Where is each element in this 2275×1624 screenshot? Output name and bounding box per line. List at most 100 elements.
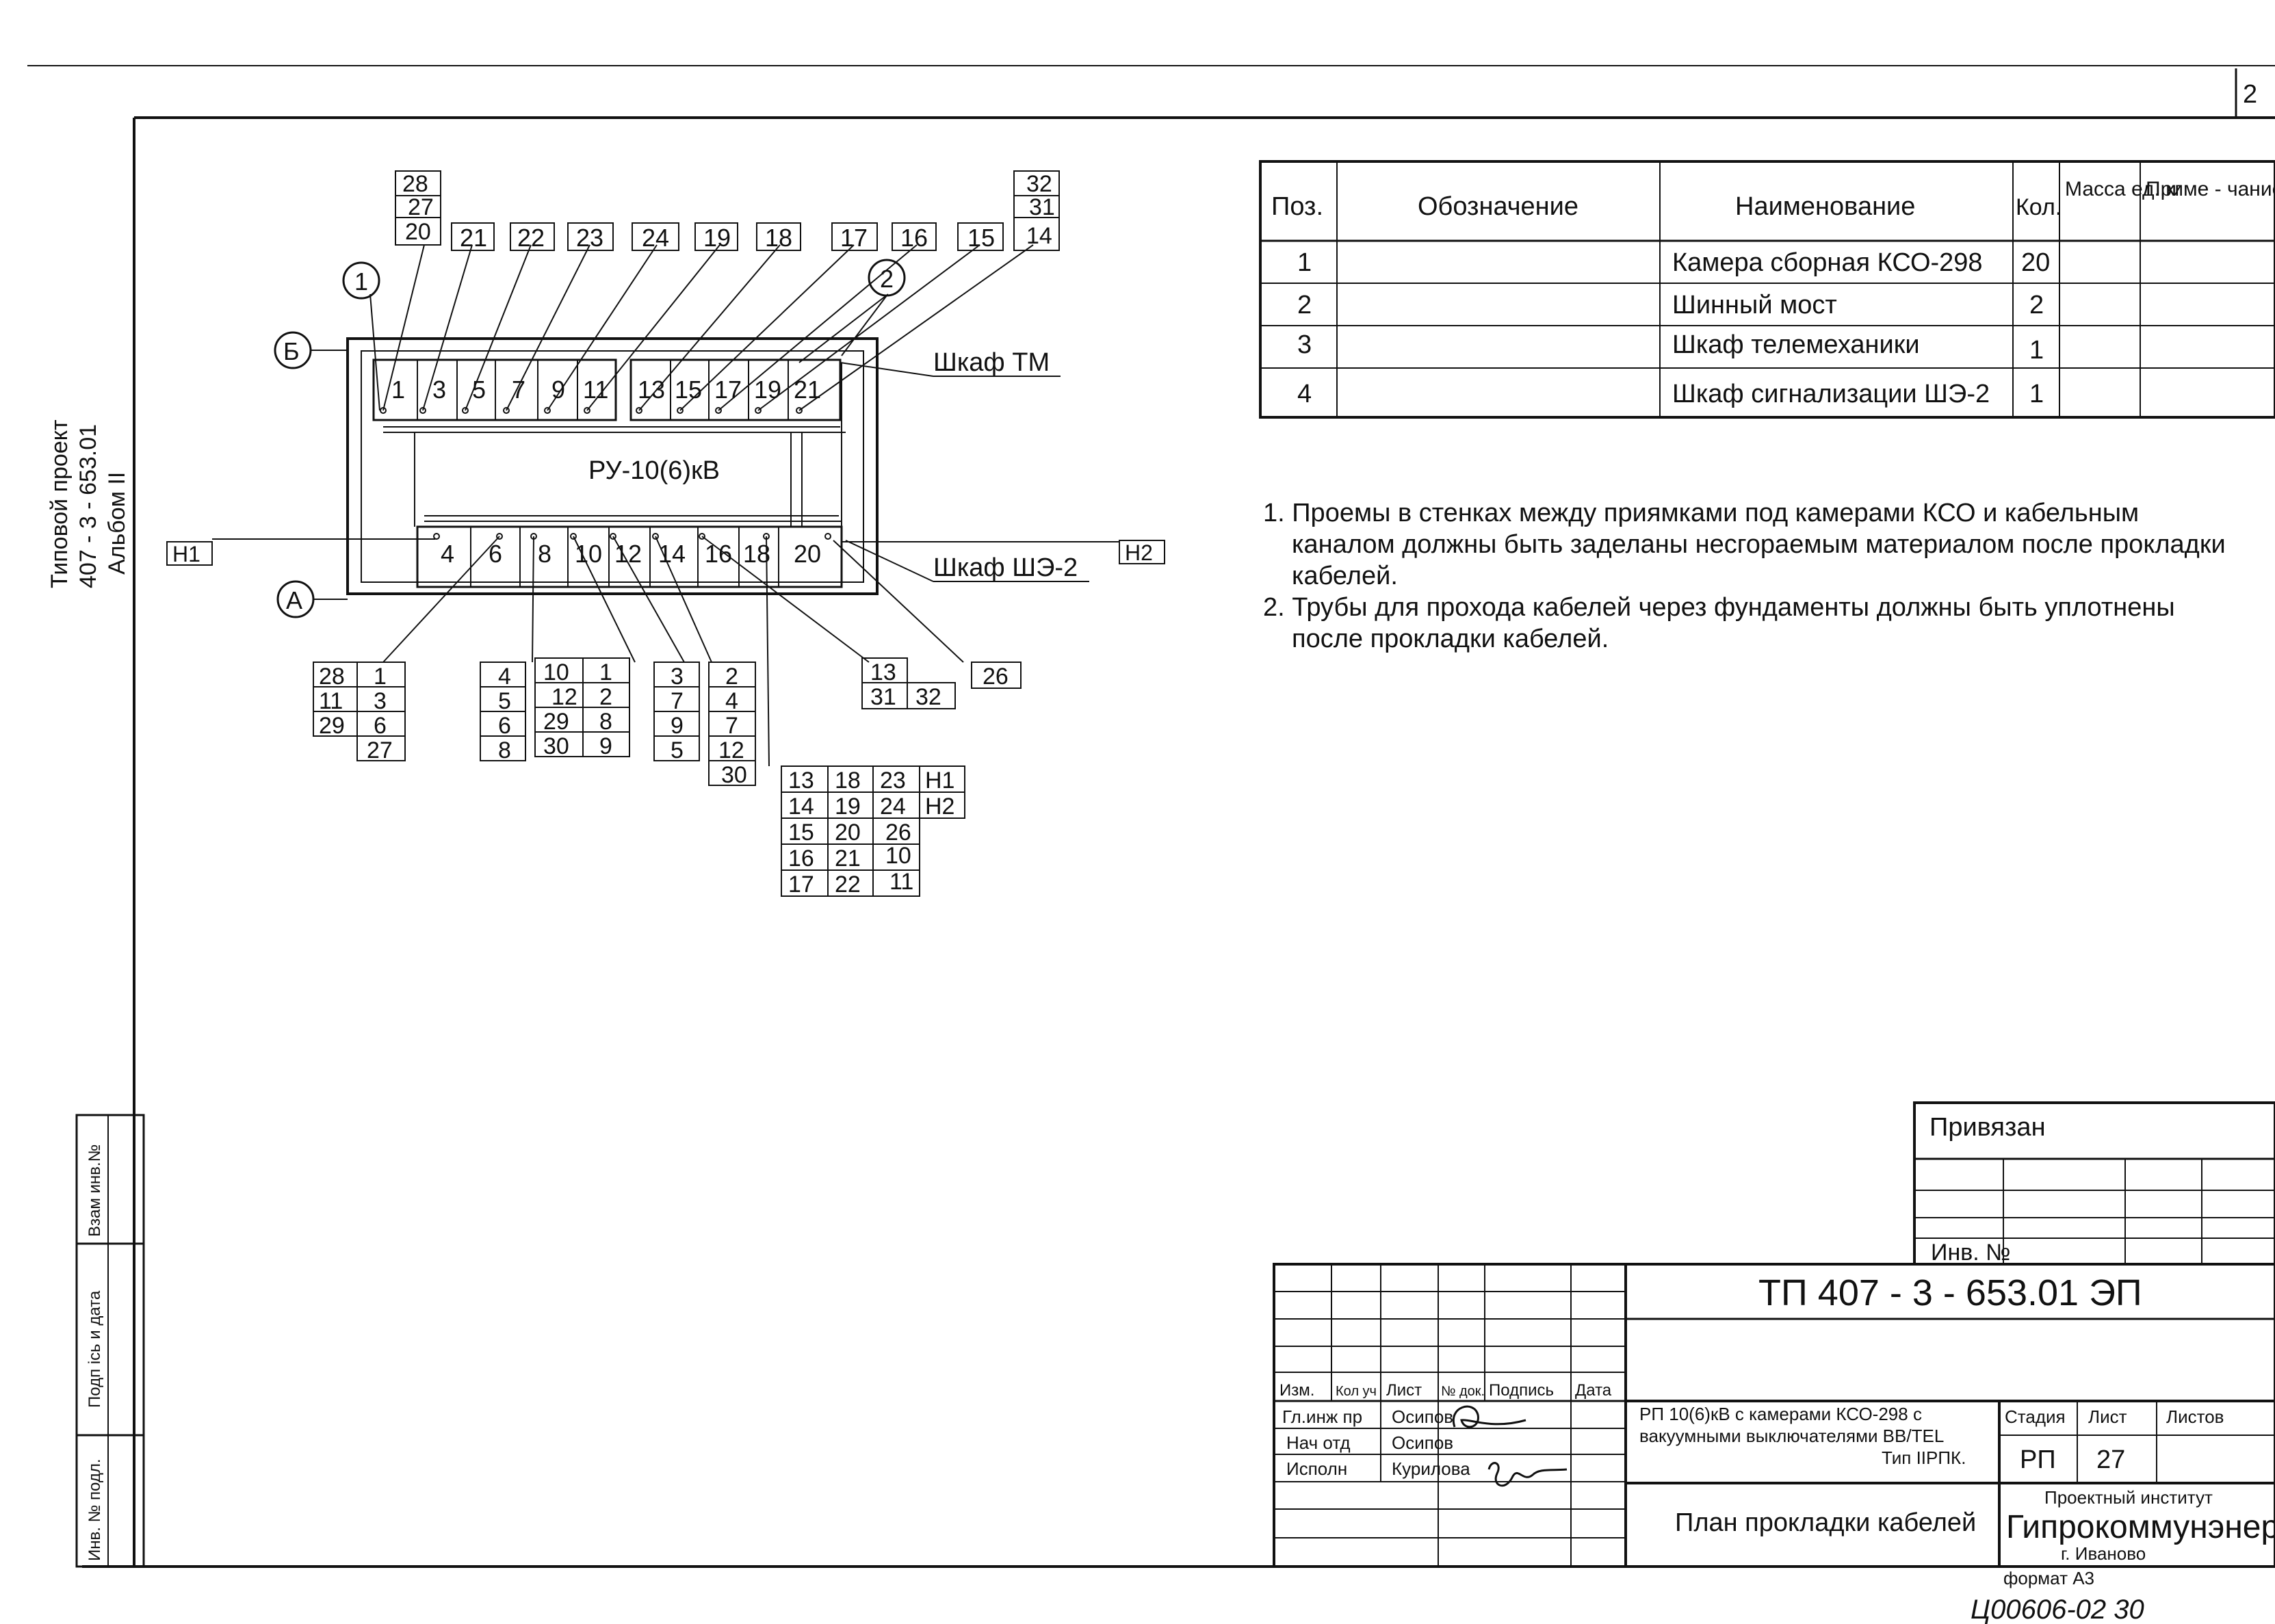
- group-a-cell: 6: [374, 713, 387, 739]
- cabinet-tm-label: Шкаф ТМ: [933, 348, 1050, 377]
- group-e-cell: 4: [725, 688, 738, 714]
- institute-city: г. Иваново: [2061, 1543, 2146, 1564]
- group-c-cell: 2: [599, 684, 612, 710]
- h2-label: Н2: [1125, 540, 1153, 565]
- bottom-cell-8: 8: [538, 540, 551, 568]
- spec-header-pos: Поз.: [1271, 192, 1323, 221]
- spec-table: Поз. Обозначение Наименование Кол. Масса…: [1259, 160, 2275, 419]
- group-a-cell: 11: [319, 688, 343, 714]
- note-line: кабелей.: [1292, 562, 1398, 590]
- group-b-cell: 8: [498, 737, 511, 763]
- group-h-cell: 15: [788, 820, 814, 846]
- col-header-date: Дата: [1575, 1381, 1612, 1400]
- group-d-cell: 7: [671, 688, 684, 714]
- group-h-cell: 17: [788, 872, 814, 898]
- stage-label: Стадия: [2005, 1406, 2066, 1427]
- top-cell-17: 17: [714, 376, 742, 404]
- h1-label: Н1: [172, 542, 200, 566]
- axis-a-label: А: [286, 586, 302, 614]
- group-h-cell: Н1: [925, 768, 954, 794]
- role-name: Курилова: [1392, 1458, 1470, 1479]
- top-label-22: 22: [517, 224, 545, 252]
- spec-header-note: Приме - чание: [2146, 178, 2275, 200]
- group-h-cell: 10: [885, 843, 911, 869]
- bottom-leaders: [382, 536, 964, 767]
- h2-box: [1119, 540, 1165, 564]
- spec-row-qty: 1: [2029, 380, 2044, 408]
- spec-row-pos: 2: [1297, 291, 1312, 319]
- group-c-cell: 30: [543, 733, 569, 759]
- format-label: формат А3: [2003, 1568, 2094, 1588]
- bottom-cell-20: 20: [794, 540, 821, 568]
- role-name: Осипов: [1392, 1406, 1453, 1427]
- side-cell-signature: Подп ісь и дата: [86, 1290, 104, 1408]
- spec-row-qty: 1: [2029, 336, 2044, 365]
- group-d-cell: 5: [671, 737, 684, 763]
- title-block: Привязан Инв. № ТП 407 - 3 - 653.01 ЭП: [1273, 1101, 2275, 1568]
- top-label-23: 23: [576, 224, 603, 252]
- group-h-cell: 14: [788, 794, 814, 820]
- sheet-title: План прокладки кабелей: [1675, 1508, 1976, 1537]
- top-label-31: 31: [1029, 194, 1055, 220]
- sheet-number: 2: [2243, 80, 2257, 109]
- top-cell-9: 9: [551, 376, 565, 404]
- top-cell-21: 21: [794, 376, 821, 404]
- group-a-cell: 29: [319, 713, 345, 739]
- signature-osipov: [1452, 1405, 1526, 1428]
- group-g: [971, 662, 1022, 689]
- top-label-32: 32: [1026, 171, 1052, 197]
- position-circle-1: [342, 261, 380, 300]
- description-line: РП 10(6)кВ с камерами КСО-298 с: [1639, 1404, 1922, 1424]
- group-h-cell: 11: [889, 869, 913, 895]
- side-cell-inventory: Инв. № подл.: [86, 1459, 104, 1562]
- top-label-17: 17: [840, 224, 868, 252]
- group-b: [480, 662, 526, 761]
- group-f: [861, 657, 956, 709]
- role-name: Осипов: [1392, 1432, 1453, 1453]
- top-cell-15: 15: [675, 376, 702, 404]
- group-h-cell: 24: [880, 794, 906, 820]
- spec-row-qty: 2: [2029, 291, 2044, 319]
- room-label: РУ-10(6)кВ: [588, 456, 720, 485]
- group-a-cell: 28: [319, 664, 345, 690]
- group-g-cell: 26: [983, 664, 1009, 690]
- role-label: Гл.инж пр: [1282, 1406, 1362, 1427]
- top-label-16: 16: [900, 224, 928, 252]
- group-e: [708, 662, 756, 786]
- role-label: Исполн: [1286, 1458, 1347, 1479]
- cabinet-she-label: Шкаф ШЭ-2: [933, 553, 1078, 582]
- spec-row-name: Шкаф сигнализации ШЭ-2: [1672, 380, 1990, 408]
- top-label-19: 19: [703, 224, 731, 252]
- group-h-cell: 20: [835, 820, 861, 846]
- top-label-20: 20: [405, 219, 431, 245]
- inv-no-label: Инв. №: [1931, 1240, 2011, 1266]
- position-2-label: 2: [880, 265, 894, 293]
- top-cell-13: 13: [638, 376, 665, 404]
- spec-row-pos: 1: [1297, 248, 1312, 277]
- side-cell-replacement: Взам инв.№: [86, 1144, 104, 1237]
- description-line: вакуумными выключателями ВВ/TEL: [1639, 1426, 1944, 1446]
- group-c-cell: 8: [599, 709, 612, 735]
- h1-box: [166, 541, 213, 566]
- group-b-cell: 5: [498, 688, 511, 714]
- top-cell-1: 1: [391, 376, 405, 404]
- handwritten-number: Ц00606-02 30: [1971, 1595, 2144, 1624]
- group-h-cell: 19: [835, 794, 861, 820]
- group-e-cell: 30: [721, 762, 747, 788]
- group-f-cell: 31: [870, 684, 896, 710]
- role-label: Нач отд: [1286, 1432, 1351, 1453]
- top-label-21: 21: [460, 224, 487, 252]
- group-d-cell: 9: [671, 713, 684, 739]
- col-header-doc: № док.: [1441, 1384, 1485, 1399]
- group-a-cell: 3: [374, 688, 387, 714]
- spec-row-qty: 20: [2021, 248, 2050, 277]
- institute-label: Проектный институт: [2044, 1487, 2213, 1508]
- top-label-24: 24: [642, 224, 669, 252]
- group-d-cell: 3: [671, 664, 684, 690]
- col-header-signature: Подпись: [1489, 1381, 1554, 1400]
- group-h-cell: 23: [880, 768, 906, 794]
- linked-label: Привязан: [1929, 1113, 2046, 1142]
- note-line: 1. Проемы в стенках между приямками под …: [1263, 499, 2139, 527]
- spec-row-name: Камера сборная КСО-298: [1672, 248, 1983, 277]
- group-h-cell: Н2: [925, 794, 954, 820]
